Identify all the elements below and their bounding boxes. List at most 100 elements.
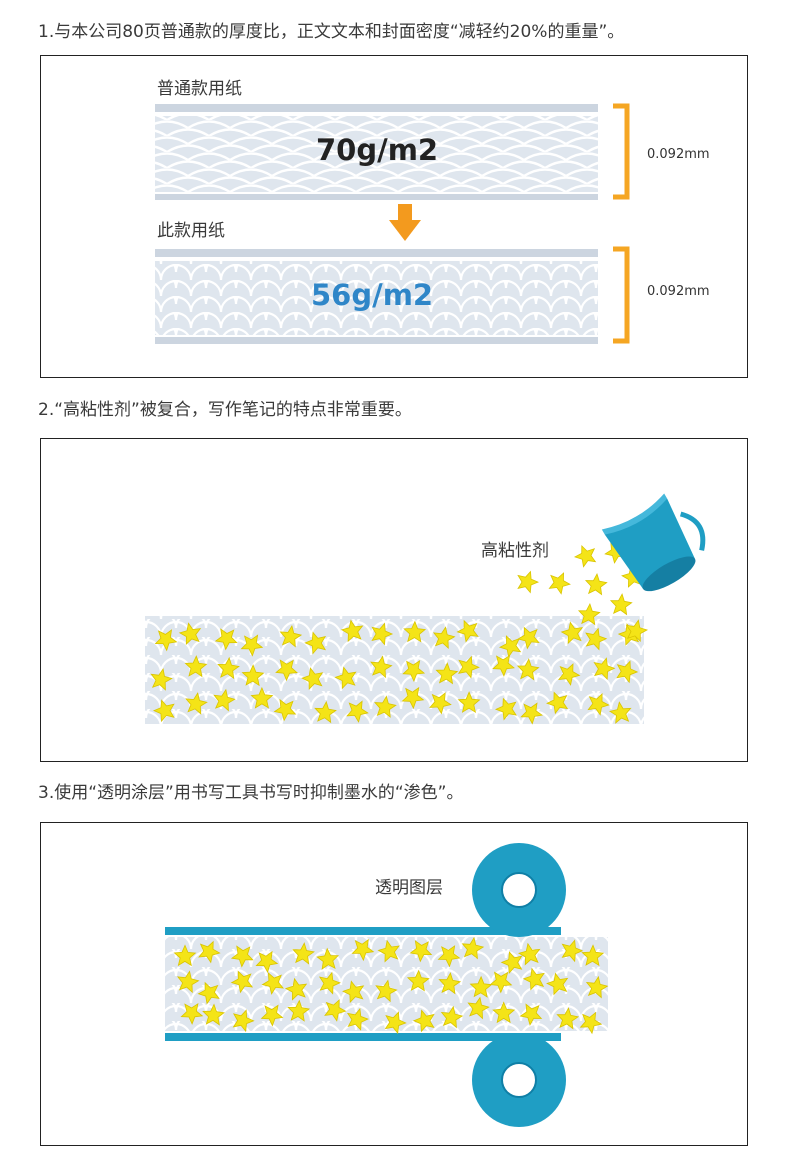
star-particle (457, 655, 480, 679)
star-particle (351, 938, 375, 962)
star-particle (409, 940, 433, 963)
star-particle (494, 697, 517, 721)
star-particle (318, 971, 341, 995)
normal-paper-slab (155, 104, 598, 200)
star-particle (584, 572, 608, 596)
star-particle (548, 572, 571, 595)
star-particle (384, 1011, 407, 1035)
star-particle (230, 970, 254, 994)
star-particle (346, 700, 369, 723)
star-particle (370, 655, 393, 679)
star-particle (517, 942, 541, 966)
star-particle (457, 691, 481, 714)
star-particle (255, 950, 279, 974)
star-particle (184, 655, 208, 678)
star-particle (230, 945, 254, 968)
star-particle (520, 702, 544, 725)
star-particle (556, 1007, 580, 1030)
star-particle (197, 981, 220, 1005)
layer-label: 透明图层 (375, 878, 443, 898)
coating-panel: 透明图层 (40, 822, 748, 1146)
star-particle (437, 945, 461, 968)
this-paper-thickness: 0.092mm (647, 284, 710, 299)
top-roller-icon (472, 843, 566, 937)
star-particle (240, 634, 264, 657)
star-particle (456, 619, 479, 643)
normal-paper-weight: 70g/m2 (316, 133, 439, 167)
star-particle (625, 619, 649, 643)
star-particle (587, 692, 610, 716)
star-particle (178, 622, 202, 646)
star-particle (346, 1007, 369, 1031)
star-particle (232, 1009, 255, 1033)
star-particle (577, 602, 601, 626)
adhesive-panel: 高粘性剂 (40, 438, 748, 762)
star-particle (301, 667, 324, 690)
star-particle (585, 975, 609, 999)
star-particle (152, 699, 175, 723)
star-particle (403, 620, 427, 643)
adhesive-label: 高粘性剂 (481, 541, 549, 561)
star-particle (469, 975, 493, 998)
star-particle (593, 657, 616, 681)
star-particle (546, 691, 569, 715)
paper-comparison-diagram (155, 103, 630, 344)
star-particle (261, 972, 285, 995)
star-particle (173, 944, 197, 967)
star-particle (213, 688, 236, 712)
star-particle (440, 1005, 464, 1029)
section-2-heading: 2.“高粘性剂”被复合，写作笔记的特点非常重要。 (38, 400, 412, 420)
star-particle (304, 631, 327, 655)
star-particle (214, 628, 238, 651)
star-particle (279, 624, 303, 648)
star-particle (546, 972, 569, 996)
top-coating-layer (165, 927, 561, 935)
star-particle (498, 635, 522, 658)
paper-comparison-panel: 普通款用纸 (40, 55, 748, 378)
down-arrow-icon (389, 204, 421, 241)
this-paper-slab (155, 249, 598, 344)
star-particle (284, 977, 308, 1001)
star-particle (198, 940, 221, 964)
star-particle (489, 971, 513, 994)
star-particle (579, 1011, 603, 1035)
star-particle (609, 593, 633, 616)
star-particle (616, 660, 639, 684)
star-particle (500, 951, 523, 974)
star-particle (467, 996, 490, 1020)
bottom-roller-icon (472, 1033, 566, 1127)
star-particle (340, 619, 364, 643)
star-particle (558, 663, 581, 686)
star-particle (375, 979, 398, 1003)
star-particle (275, 659, 298, 682)
star-particle (334, 666, 357, 690)
star-particle (492, 654, 515, 677)
section-1-heading: 1.与本公司80页普通款的厚度比，正文文本和封面密度“减轻约20%的重量”。 (38, 22, 625, 42)
star-particle (517, 626, 540, 650)
star-particle (316, 947, 340, 970)
star-particle (292, 942, 315, 965)
star-particle (573, 544, 597, 568)
star-particle (412, 1009, 435, 1033)
star-particle (406, 969, 430, 992)
star-particle (461, 936, 485, 960)
star-particle (150, 667, 173, 691)
star-particle (561, 939, 584, 963)
star-particle (517, 570, 540, 594)
star-particle (581, 944, 605, 967)
star-particle (180, 1002, 204, 1025)
star-particle (492, 1001, 516, 1024)
normal-paper-thickness: 0.092mm (647, 147, 710, 162)
this-paper-label: 此款用纸 (157, 221, 225, 241)
adhesive-diagram (145, 493, 706, 725)
coating-diagram (165, 843, 609, 1127)
star-particle (154, 629, 178, 652)
adhesive-particles (150, 541, 649, 725)
this-paper-weight: 56g/m2 (311, 278, 434, 312)
normal-paper-label: 普通款用纸 (157, 79, 242, 99)
star-particle (435, 662, 459, 685)
this-thickness-bracket (613, 246, 630, 344)
star-particle (608, 701, 632, 724)
star-particle (401, 686, 425, 710)
star-particle (433, 626, 456, 650)
